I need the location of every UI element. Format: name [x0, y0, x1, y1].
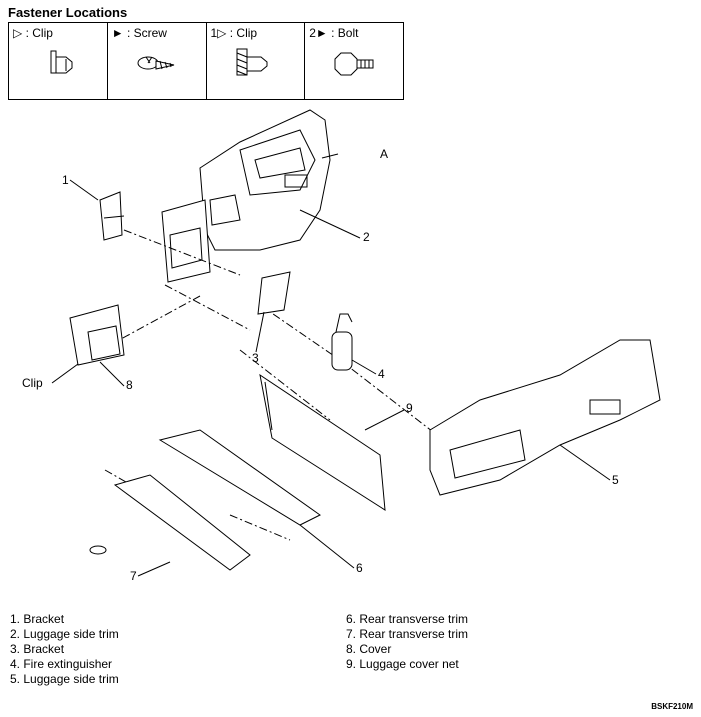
part-item: 8. Cover — [346, 642, 392, 656]
callout-9: 9 — [406, 401, 413, 415]
part-item: 2. Luggage side trim — [10, 627, 119, 641]
clip-1-icon — [236, 48, 267, 76]
callout-clip: Clip — [22, 376, 43, 390]
callout-a: A — [380, 147, 388, 161]
callout-2: 2 — [363, 230, 370, 244]
legend-clip-1-label: 1▷ : Clip — [210, 26, 258, 40]
part-item: 1. Bracket — [10, 612, 65, 626]
fastener-legend: ▷ : Clip ► : Screw 1▷ : Clip 2► : Bolt — [8, 22, 404, 100]
figure-code: BSKF210M — [651, 702, 693, 711]
parts-list-right: 6. Rear transverse trim 7. Rear transver… — [346, 612, 468, 672]
legend-clip-1: 1▷ : Clip — [205, 23, 305, 99]
callout-7: 7 — [130, 569, 137, 583]
legend-clip: ▷ : Clip — [9, 23, 107, 99]
part-item: 6. Rear transverse trim — [346, 612, 469, 626]
legend-clip-label: ▷ : Clip — [13, 26, 53, 40]
legend-screw-label: ► : Screw — [111, 26, 167, 40]
part-item: 9. Luggage cover net — [346, 657, 459, 671]
part-item: 7. Rear transverse trim — [346, 627, 469, 641]
exploded-diagram: A 1 2 3 4 5 6 7 8 9 Clip — [22, 109, 661, 583]
legend-bolt: 2► : Bolt — [304, 23, 403, 99]
part-item: 4. Fire extinguisher — [10, 657, 113, 671]
page-title: Fastener Locations — [8, 5, 128, 20]
screw-icon — [137, 56, 174, 70]
legend-screw: ► : Screw — [106, 23, 206, 99]
callout-3: 3 — [252, 351, 259, 365]
parts-list-left: 1. Bracket 2. Luggage side trim 3. Brack… — [10, 612, 119, 687]
callout-6: 6 — [356, 561, 363, 575]
part-item: 3. Bracket — [10, 642, 65, 656]
legend-bolt-label: 2► : Bolt — [309, 26, 359, 40]
part-item: 5. Luggage side trim — [10, 672, 119, 686]
bolt-icon — [334, 52, 374, 76]
callout-1: 1 — [62, 173, 69, 187]
callout-4: 4 — [378, 367, 385, 381]
callout-8: 8 — [126, 378, 133, 392]
clip-icon — [50, 50, 73, 74]
callout-5: 5 — [612, 473, 619, 487]
